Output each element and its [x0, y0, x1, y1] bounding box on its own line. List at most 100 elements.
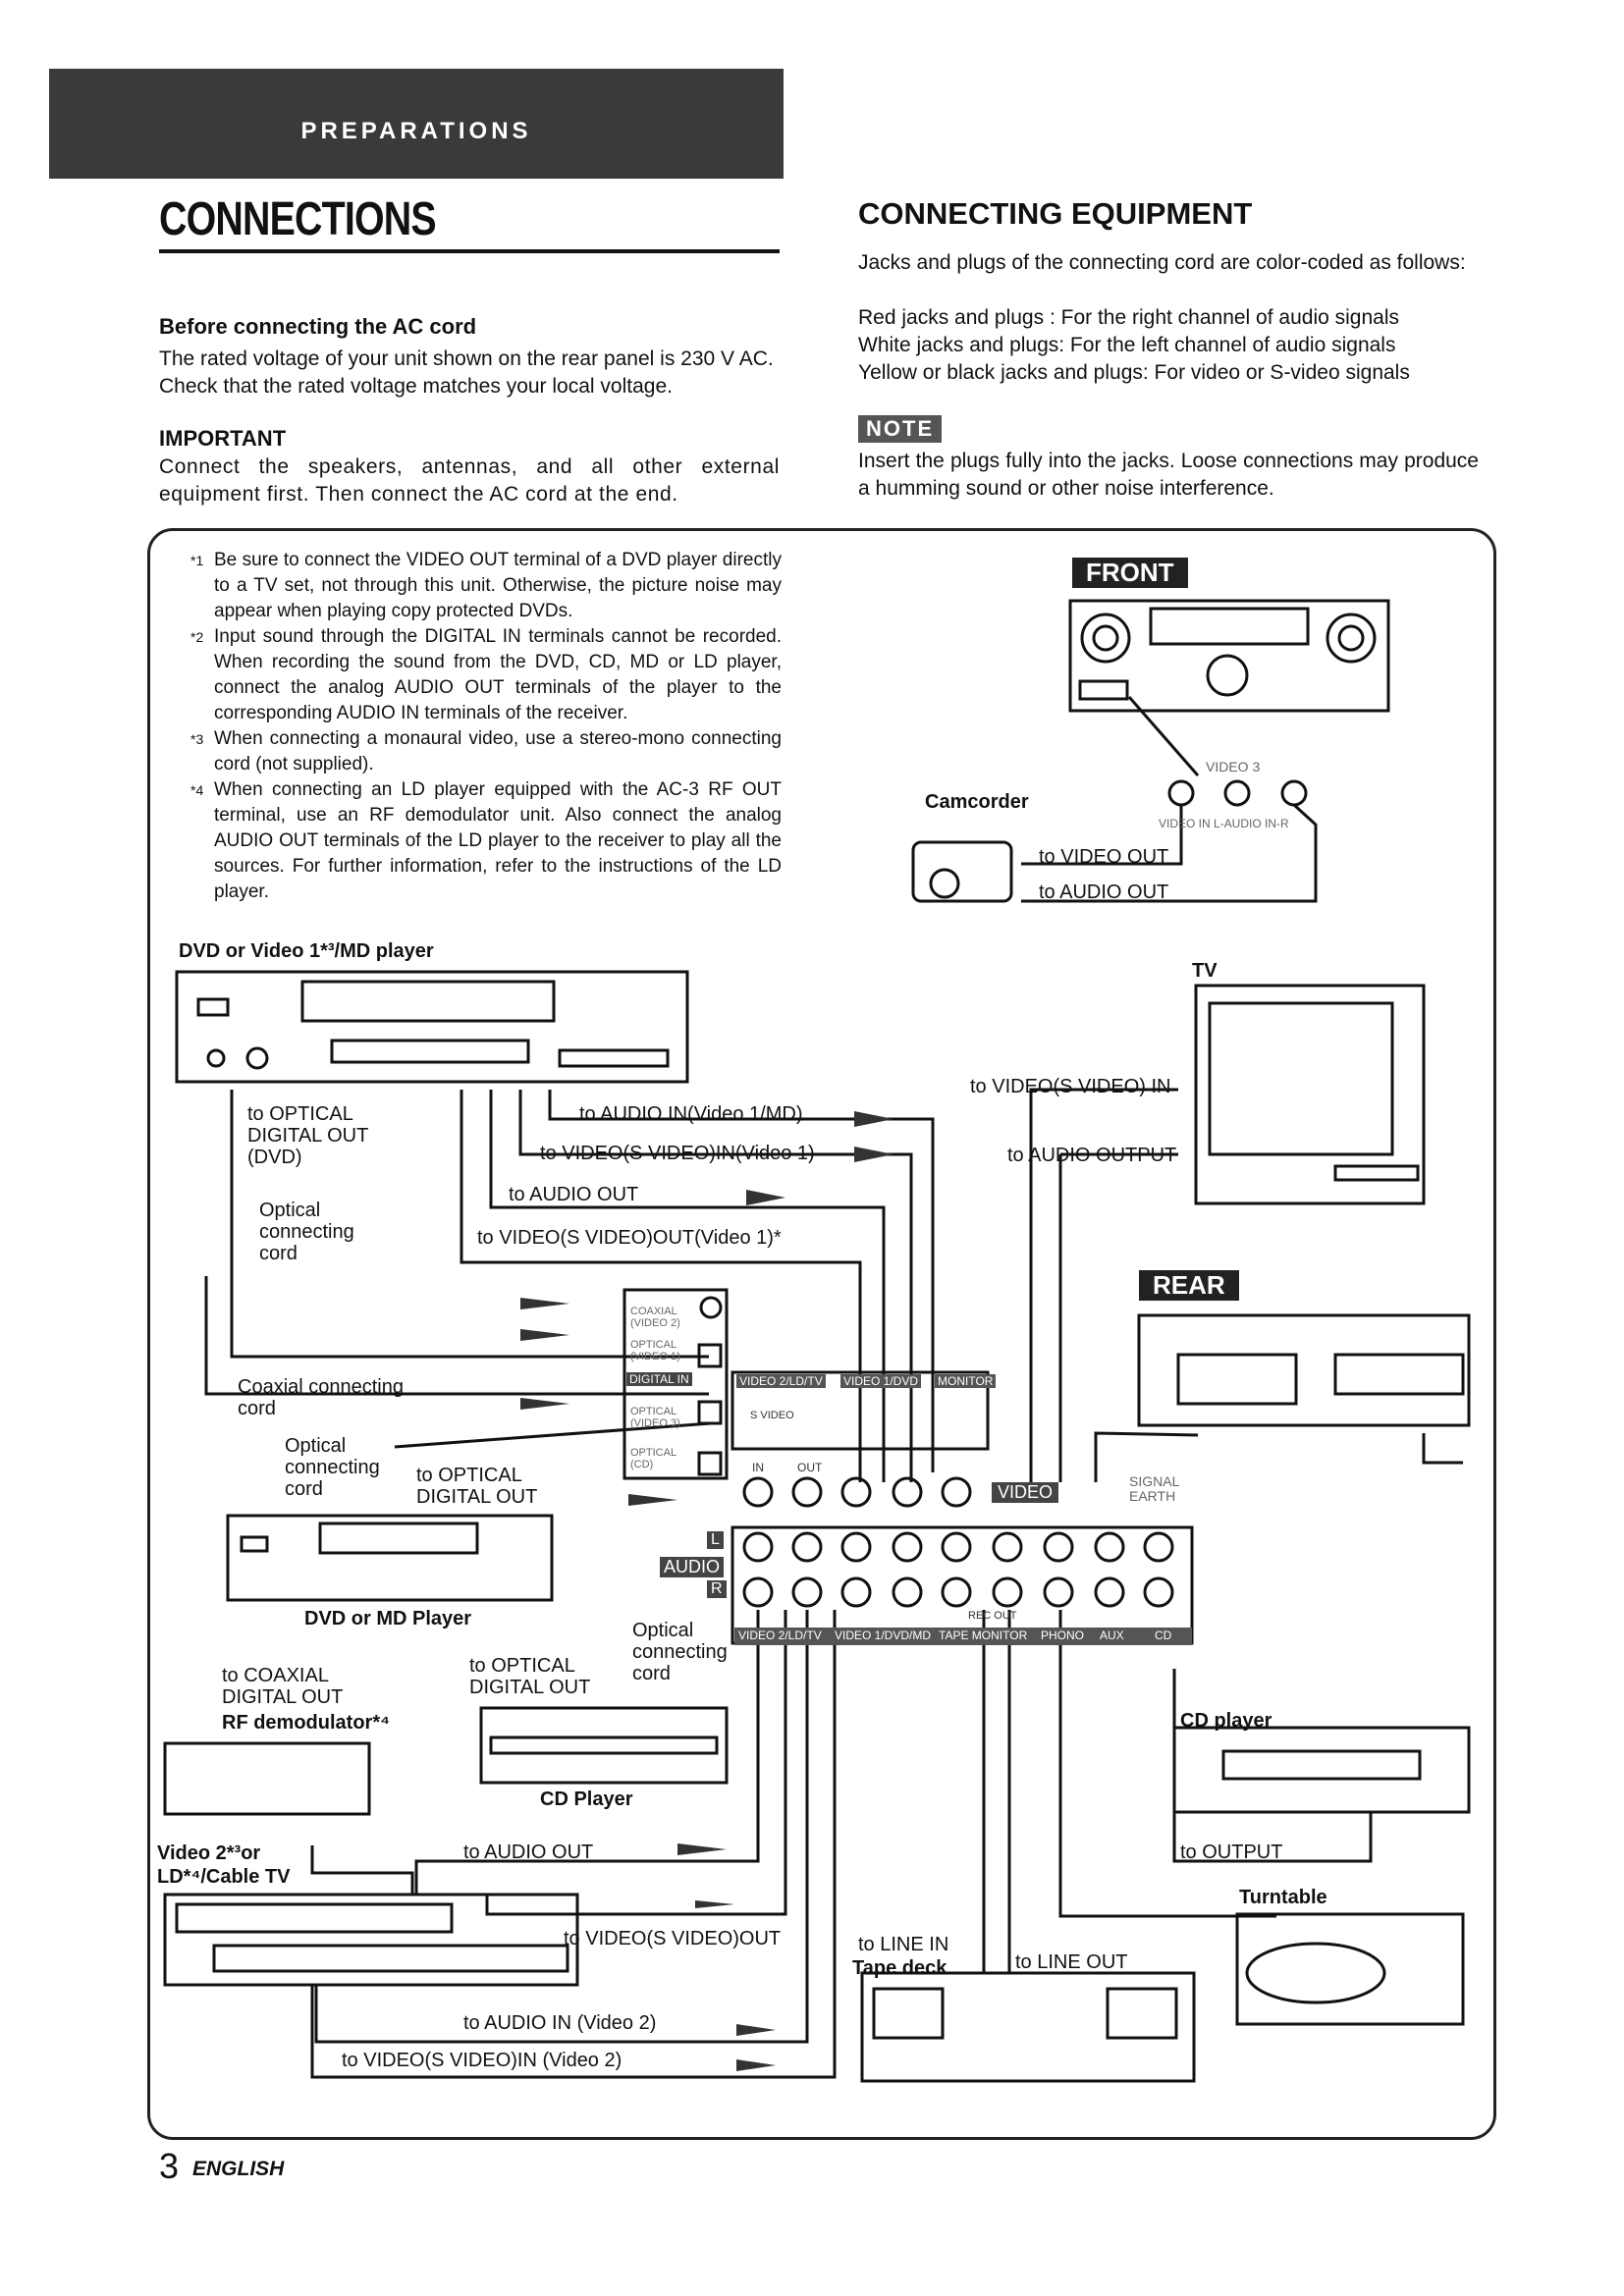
to-video-out-cam: to VIDEO OUT — [1039, 846, 1169, 868]
panel-rec-out: REC OUT — [968, 1610, 1017, 1622]
video2-ld-label: Video 2*³or LD*⁴/Cable TV — [157, 1842, 291, 1888]
panel-optical1-label: OPTICAL (VIDEO 1) — [630, 1339, 680, 1362]
important-heading: IMPORTANT — [159, 426, 287, 451]
camcorder-icon — [911, 840, 1013, 903]
to-output: to OUTPUT — [1180, 1842, 1283, 1863]
front-tag: FRONT — [1072, 558, 1188, 588]
color-code-intro: Jacks and plugs of the connecting cord a… — [858, 251, 1466, 274]
panel-bottom-aux: AUX — [1100, 1629, 1124, 1642]
dvd-player-label: DVD or Video 1*³/MD player — [179, 940, 434, 962]
diagram-frame — [147, 528, 1496, 2140]
to-optical-digital-out-md: to OPTICAL DIGITAL OUT — [416, 1465, 538, 1508]
panel-in-label: IN — [752, 1461, 764, 1474]
to-video-in-tv: to VIDEO(S VIDEO) IN — [970, 1076, 1171, 1097]
page-number: 3 — [159, 2146, 180, 2186]
panel-bottom-strip — [734, 1628, 1192, 1645]
panel-svideo-label: S VIDEO — [750, 1410, 794, 1421]
optical-cord-1: Optical connecting cord — [259, 1200, 354, 1264]
turntable-label: Turntable — [1239, 1887, 1327, 1908]
optical-cord-2: Optical connecting cord — [285, 1435, 380, 1500]
dvd-player-icon — [175, 970, 689, 1084]
to-coaxial-digital-out: to COAXIAL DIGITAL OUT — [222, 1665, 344, 1708]
to-audio-output-tv: to AUDIO OUTPUT — [1007, 1145, 1177, 1166]
language-label: ENGLISH — [192, 2158, 285, 2180]
panel-bottom-tape: TAPE MONITOR — [939, 1629, 1028, 1642]
panel-optical-cd-label: OPTICAL (CD) — [630, 1447, 677, 1470]
connecting-equipment-title: CONNECTING EQUIPMENT — [858, 196, 1253, 231]
to-optical-digital-out-dvd: to OPTICAL DIGITAL OUT (DVD) — [247, 1103, 369, 1168]
note-text: Insert the plugs fully into the jacks. L… — [858, 450, 1479, 500]
dvd-md-player-icon — [226, 1514, 554, 1602]
title-rule — [159, 249, 780, 253]
section-header-bar: PREPARATIONS — [49, 69, 784, 179]
panel-r-tag: R — [707, 1580, 727, 1598]
video2-ld-player-icon — [163, 1893, 579, 1987]
panel-bottom-cd: CD — [1155, 1629, 1172, 1642]
to-audio-out-v2: to AUDIO OUT — [463, 1842, 594, 1863]
section-header-label: PREPARATIONS — [300, 118, 532, 144]
to-video-in-v2: to VIDEO(S VIDEO)IN (Video 2) — [342, 2050, 623, 2071]
to-optical-digital-out-cd: to OPTICAL DIGITAL OUT — [469, 1655, 591, 1698]
rf-demodulator-label: RF demodulator*⁴ — [222, 1712, 391, 1734]
panel-video-tag: VIDEO — [992, 1482, 1059, 1503]
note-badge: NOTE — [858, 415, 943, 443]
to-video-out-video1: to VIDEO(S VIDEO)OUT(Video 1)* — [477, 1227, 782, 1249]
panel-coaxial-label: COAXIAL (VIDEO 2) — [630, 1306, 680, 1329]
panel-signal-earth: SIGNAL EARTH — [1129, 1473, 1180, 1504]
panel-bottom-video2: VIDEO 2/LD/TV — [738, 1629, 822, 1642]
panel-audio-tag: AUDIO — [660, 1557, 725, 1577]
cd-player-right-label: CD player — [1180, 1710, 1272, 1732]
to-audio-out-dvd: to AUDIO OUT — [509, 1184, 639, 1205]
tape-deck-icon — [860, 1971, 1196, 2083]
rear-receiver-icon — [1137, 1313, 1471, 1427]
panel-digital-in-label: DIGITAL IN — [626, 1372, 692, 1386]
ac-cord-heading: Before connecting the AC cord — [159, 314, 477, 339]
cd-player-right-icon — [1172, 1726, 1471, 1814]
to-video-out-v2: to VIDEO(S VIDEO)OUT — [564, 1928, 782, 1949]
coaxial-cord: Coaxial connecting cord — [238, 1376, 404, 1419]
cd-player-left-label: CD Player — [540, 1789, 633, 1810]
to-audio-out-cam: to AUDIO OUT — [1039, 881, 1169, 903]
turntable-icon — [1235, 1912, 1465, 2026]
rf-demodulator-icon — [163, 1741, 371, 1816]
to-line-in: to LINE IN — [858, 1934, 949, 1955]
tv-icon — [1194, 984, 1426, 1205]
tv-label: TV — [1192, 960, 1218, 982]
page-title: CONNECTIONS — [159, 193, 437, 245]
panel-out-label: OUT — [797, 1461, 823, 1474]
digital-in-panel — [623, 1288, 729, 1480]
color-code-list: Red jacks and plugs : For the right chan… — [858, 304, 1506, 387]
to-audio-in-video1: to AUDIO IN(Video 1/MD) — [579, 1103, 803, 1125]
video-jack-panel — [731, 1370, 990, 1451]
to-video-in-video1: to VIDEO(S VIDEO)IN(Video 1) — [540, 1143, 815, 1164]
panel-optical3-label: OPTICAL (VIDEO 3) — [630, 1406, 680, 1429]
dvd-md-player-label: DVD or MD Player — [304, 1608, 472, 1629]
cd-player-icon — [479, 1706, 729, 1785]
ac-cord-text: The rated voltage of your unit shown on … — [159, 347, 774, 398]
camcorder-label: Camcorder — [925, 791, 1029, 813]
color-code-white: White jacks and plugs: For the left chan… — [858, 334, 1396, 356]
rear-tag: REAR — [1139, 1270, 1239, 1301]
panel-bottom-video1: VIDEO 1/DVD/MD — [835, 1629, 932, 1642]
panel-video1-hdr: VIDEO 1/DVD — [840, 1374, 922, 1388]
to-line-out: to LINE OUT — [1015, 1951, 1128, 1973]
panel-video2-hdr: VIDEO 2/LD/TV — [736, 1374, 826, 1388]
color-code-yellow: Yellow or black jacks and plugs: For vid… — [858, 361, 1410, 384]
important-text: Connect the speakers, antennas, and all … — [159, 455, 780, 506]
video3-label: VIDEO 3 — [1206, 759, 1261, 774]
panel-bottom-phono: PHONO — [1041, 1629, 1085, 1642]
front-receiver-icon — [1068, 599, 1390, 713]
tape-deck-label: Tape deck — [852, 1957, 947, 1979]
video3-jacks-label: VIDEO IN L-AUDIO IN-R — [1159, 817, 1289, 830]
panel-l-tag: L — [707, 1531, 724, 1549]
to-audio-in-v2: to AUDIO IN (Video 2) — [463, 2012, 657, 2034]
optical-cord-3: Optical connecting cord — [632, 1620, 728, 1684]
panel-monitor-hdr: MONITOR — [935, 1374, 997, 1388]
color-code-red: Red jacks and plugs : For the right chan… — [858, 306, 1399, 329]
